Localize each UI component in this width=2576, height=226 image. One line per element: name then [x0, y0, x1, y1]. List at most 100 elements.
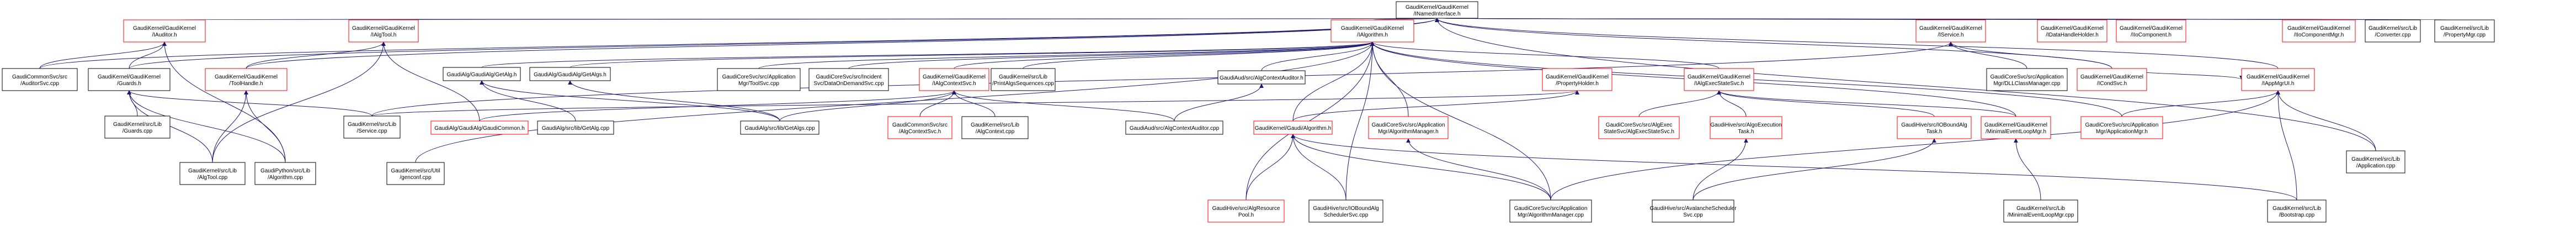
- graph-node-ialgtool[interactable]: GaudiKernel/GaudiKernel/IAlgTool.h: [348, 19, 419, 43]
- graph-node-service-cpp[interactable]: GaudiKernel/src/Lib/Service.cpp: [343, 115, 401, 139]
- node-box: [1217, 70, 1306, 85]
- graph-node-dataondemand[interactable]: GaudiCoreSvc/src/IncidentSvc/DataOnDeman…: [808, 68, 889, 91]
- root-node[interactable]: GaudiKernel/GaudiKernel/INamedInterface.…: [1396, 1, 1478, 19]
- node-label-line: Mgr/AlgorithmManager.cpp: [1518, 212, 1584, 218]
- dependency-edge: [570, 41, 1375, 68]
- graph-node-gaudi-algorithm-h[interactable]: GaudiKernel/Gaudi/Algorithm.h: [1253, 120, 1333, 135]
- dependency-edge: [129, 41, 167, 69]
- dependency-edge: [1949, 41, 2112, 69]
- graph-node-propertyholder[interactable]: GaudiKernel/GaudiKernel/PropertyHolder.h: [1542, 68, 1612, 91]
- graph-node-algtool-cpp[interactable]: GaudiKernel/src/Lib/AlgTool.cpp: [179, 162, 246, 185]
- dependency-edge: [371, 41, 1953, 117]
- graph-node-iappmgrui[interactable]: GaudiKernel/GaudiKernel/IAppMgrUI.h: [2241, 68, 2315, 91]
- graph-node-ialgcontextsvc[interactable]: GaudiKernel/GaudiKernel/IAlgContextSvc.h: [919, 68, 989, 91]
- graph-node-toolhandle[interactable]: GaudiKernel/GaudiKernel/ToolHandle.h: [205, 68, 288, 91]
- dependency-edge: [1693, 138, 1936, 201]
- graph-node-getalgs-h[interactable]: GaudiAlg/GaudiAlg/GetAlgs.h: [529, 67, 611, 81]
- node-box: [123, 19, 206, 43]
- node-label-line: GaudiKernel/src/Lib: [348, 122, 396, 128]
- graph-node-getalg-cpp[interactable]: GaudiAlg/src/lib/GetAlg.cpp: [537, 120, 614, 135]
- graph-node-algexecstatesvc-h[interactable]: GaudiCoreSvc/src/AlgExecStateSvc/AlgExec…: [1598, 116, 1680, 139]
- node-label-line: GaudiKernel/Gaudi/Algorithm.h: [1255, 125, 1331, 132]
- dependency-edge: [1406, 138, 1551, 201]
- dependency-edge: [568, 80, 780, 122]
- graph-node-propertymgr[interactable]: GaudiKernel/src/Lib/PropertyMgr.cpp: [2434, 19, 2495, 43]
- graph-node-bootstrap-cpp[interactable]: GaudiKernel/src/Lib/Bootstrap.cpp: [2267, 199, 2327, 223]
- graph-node-gaudipython-algorithm-cpp[interactable]: GaudiPython/src/Lib/Algorithm.cpp: [254, 162, 316, 185]
- graph-node-converter[interactable]: GaudiKernel/src/Lib/Converter.cpp: [2365, 19, 2421, 43]
- graph-node-algcontext-cpp[interactable]: GaudiKernel/src/Lib/AlgContext.cpp: [961, 116, 1029, 139]
- edges-layer: [39, 18, 2465, 201]
- dependency-edge: [1638, 90, 1721, 117]
- dependency-edge: [479, 90, 956, 122]
- node-label-line: GaudiKernel/src/Lib: [113, 122, 162, 128]
- graph-node-applicationmgr-h[interactable]: GaudiCoreSvc/src/ApplicationMgr/Applicat…: [2080, 116, 2163, 139]
- node-box: [991, 68, 1056, 91]
- node-label-line: /IAppMgrUI.h: [2262, 81, 2295, 87]
- node-box: [1897, 116, 1972, 139]
- node-box: [808, 68, 889, 91]
- graph-node-gaudicommon-h[interactable]: GaudiAlg/GaudiAlg/GaudiCommon.h: [430, 120, 529, 135]
- graph-node-auditorsvc[interactable]: GaudiCommonSvc/src/AuditorSvc.cpp: [2, 68, 78, 91]
- graph-node-minimaleventloopmgr-cpp[interactable]: GaudiKernel/src/Lib/MinimalEventLoopMgr.…: [2003, 199, 2078, 223]
- graph-node-getalg-h[interactable]: GaudiAlg/GaudiAlg/GetAlg.h: [443, 67, 521, 81]
- dependency-edge: [127, 90, 213, 163]
- node-box: [1330, 19, 1414, 43]
- dependency-edge: [129, 18, 1439, 69]
- graph-node-guards-h[interactable]: GaudiKernel/GaudiKernel/Guards.h: [88, 68, 171, 91]
- node-label-line: GaudiAud/src/AlgContextAuditor.cpp: [1130, 125, 1220, 132]
- graph-node-algorithmmanager-cpp[interactable]: GaudiCoreSvc/src/ApplicationMgr/Algorith…: [1509, 199, 1592, 223]
- graph-node-iiocomponentmgr[interactable]: GaudiKernel/GaudiKernel/IIoComponentMgr.…: [2282, 19, 2356, 43]
- node-label-line: /AlgTool.cpp: [198, 175, 228, 181]
- graph-node-iiocomponent[interactable]: GaudiKernel/GaudiKernel/IIoComponent.h: [2116, 19, 2186, 43]
- graph-node-application-cpp[interactable]: GaudiKernel/src/Lib/Application.cpp: [2346, 150, 2405, 174]
- node-box: [1652, 199, 1734, 223]
- graph-node-toolsvc[interactable]: GaudiCoreSvc/src/ApplicationMgr/ToolSvc.…: [717, 68, 801, 91]
- node-box: [348, 19, 419, 43]
- graph-node-iservice[interactable]: GaudiKernel/GaudiKernel/IService.h: [1915, 19, 1986, 43]
- dependency-edge: [1174, 83, 1264, 122]
- node-label-line: GaudiHive/src/AlgoExecution: [1710, 122, 1782, 128]
- graph-node-algcontextauditor-cpp[interactable]: GaudiAud/src/AlgContextAuditor.cpp: [1125, 120, 1223, 135]
- node-label-line: GaudiKernel/GaudiKernel: [2080, 74, 2143, 80]
- graph-node-icondsvc[interactable]: GaudiKernel/GaudiKernel/ICondSvc.h: [2077, 68, 2147, 91]
- graph-node-algcontextsvc-h[interactable]: GaudiCommonSvc/src/AlgContextSvc.h: [887, 116, 952, 139]
- graph-node-guards-cpp[interactable]: GaudiKernel/src/Lib/Guards.cpp: [104, 115, 171, 139]
- dependency-edge: [954, 41, 1375, 69]
- node-label-line: Svc.cpp: [1683, 212, 1703, 218]
- dependency-edge: [779, 90, 956, 122]
- dependency-edge: [1291, 134, 1551, 201]
- dependency-edge: [127, 90, 286, 163]
- graph-node-minimaleventloopmgr-h[interactable]: GaudiKernel/GaudiKernel/MinimalEventLoop…: [1981, 116, 2051, 139]
- node-box: [2037, 19, 2107, 43]
- node-box: [1981, 116, 2051, 139]
- node-label-line: GaudiKernel/src/Lib: [2369, 25, 2417, 31]
- node-box: [443, 67, 521, 81]
- node-label-line: GaudiAud/src/AlgContextAuditor.h: [1220, 75, 1303, 81]
- graph-node-genconf-cpp[interactable]: GaudiKernel/src/Util/genconf.cpp: [386, 162, 445, 185]
- node-box: [2434, 19, 2495, 43]
- graph-node-iauditor[interactable]: GaudiKernel/GaudiKernel/IAuditor.h: [123, 19, 206, 43]
- dependency-edge: [244, 90, 286, 163]
- dependency-edge: [39, 41, 167, 69]
- node-label-line: GaudiHive/src/AlgResource: [1212, 206, 1280, 212]
- graph-node-idatahandleholder[interactable]: GaudiKernel/GaudiKernel/IDataHandleHolde…: [2037, 19, 2107, 43]
- node-box: [430, 120, 529, 135]
- node-label-line: GaudiKernel/src/Lib: [2440, 25, 2489, 31]
- graph-node-dllclassmanager[interactable]: GaudiCoreSvc/src/ApplicationMgr/DLLClass…: [1986, 68, 2068, 91]
- node-label-line: GaudiCoreSvc/src/Application: [1514, 206, 1588, 212]
- graph-node-printalgsseq[interactable]: GaudiKernel/src/Lib/PrintAlgsSequences.c…: [991, 68, 1056, 91]
- graph-node-getalgs-cpp[interactable]: GaudiAlg/src/lib/GetAlgs.cpp: [740, 120, 819, 135]
- graph-node-ialgorithm[interactable]: GaudiKernel/GaudiKernel/IAlgorithm.h: [1330, 19, 1414, 43]
- graph-node-algorithmmanager-h[interactable]: GaudiCoreSvc/src/ApplicationMgr/Algorith…: [1368, 116, 1449, 139]
- dependency-edge: [127, 90, 372, 117]
- graph-node-ialgexecstatesvc[interactable]: GaudiKernel/GaudiKernel/IAlgExecStateSvc…: [1684, 68, 1754, 91]
- node-label-line: Mgr/DLLClassManager.cpp: [1993, 81, 2061, 87]
- node-label-line: GaudiKernel/GaudiKernel: [923, 74, 986, 80]
- graph-node-algcontextauditor-h[interactable]: GaudiAud/src/AlgContextAuditor.h: [1217, 70, 1306, 85]
